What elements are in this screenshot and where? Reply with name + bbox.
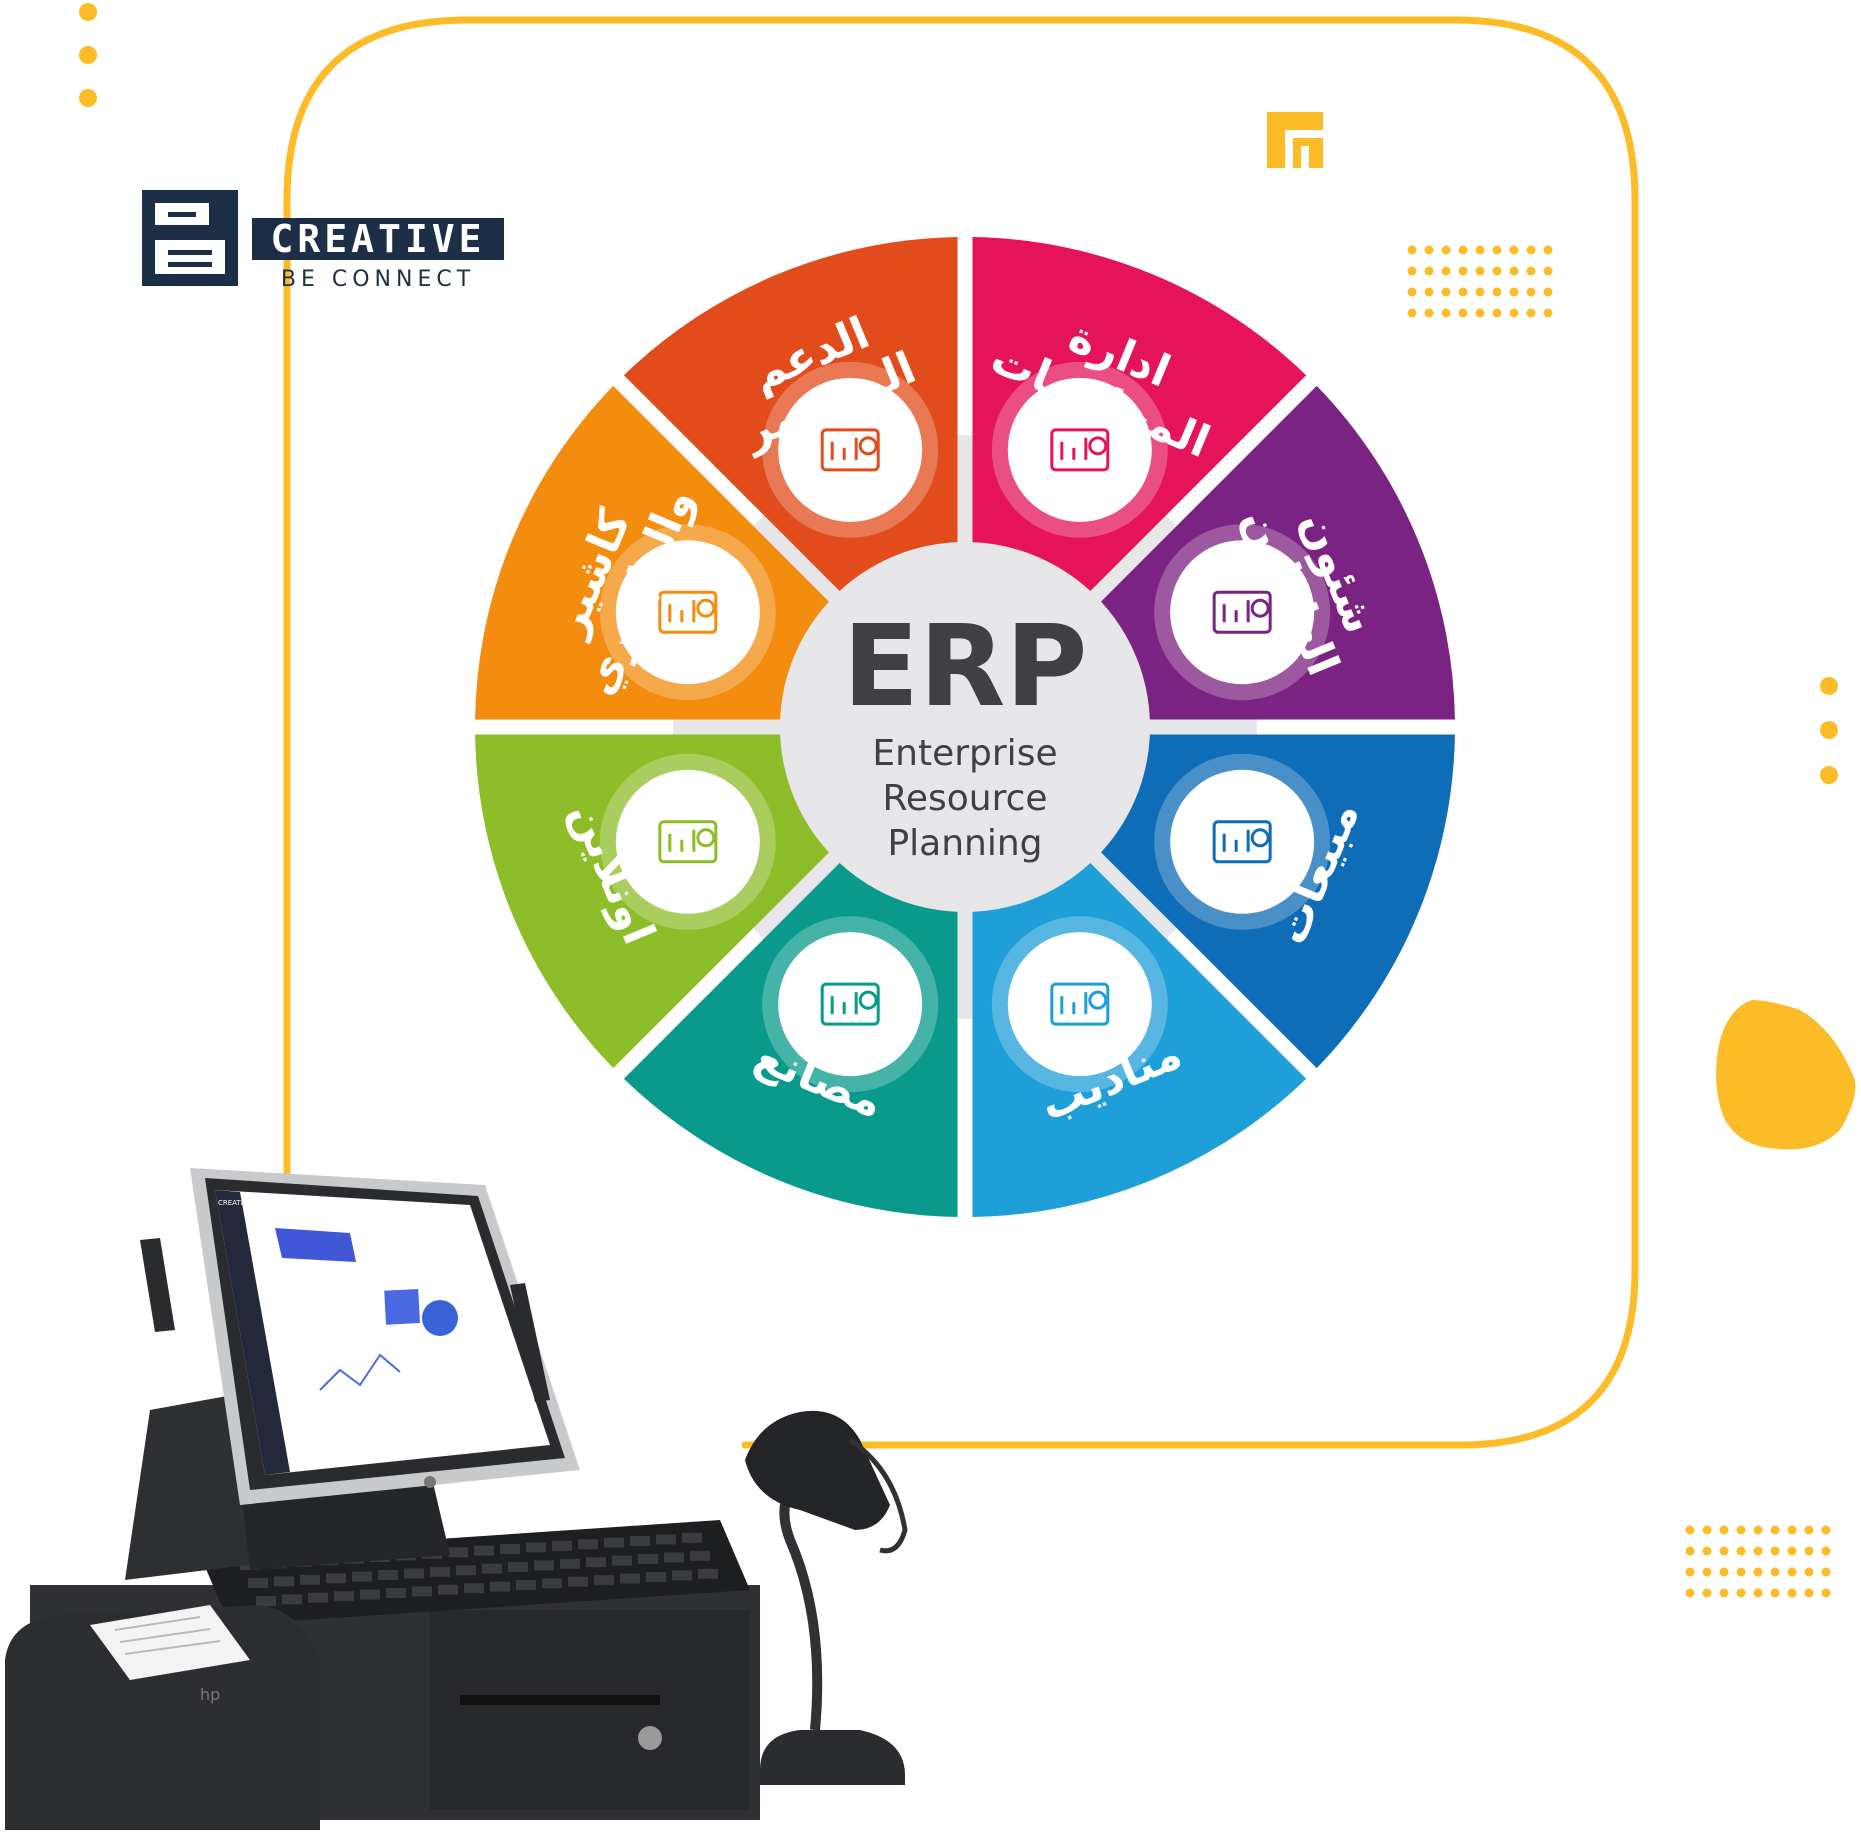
dots-left: [79, 3, 97, 107]
segment-sales: مبيعات: [1101, 734, 1455, 1069]
erp-subtitle-line-3: Planning: [887, 823, 1042, 864]
yellow-frame: [283, 16, 1639, 1449]
erp-wheel: ادارةالمحاسباتشئونالعاملينمبيعاتمناديبمص…: [475, 237, 1455, 1217]
segment-factories: مصانع: [623, 863, 958, 1217]
dots-right: [1820, 677, 1838, 784]
sales-report-icon: [1170, 769, 1315, 914]
wheel-hub: [673, 435, 1257, 1019]
screen-brand: CREATIVE: [218, 1199, 252, 1207]
erp-subtitle-line-2: Resource: [882, 778, 1047, 819]
hexagon-shape: [1716, 1000, 1856, 1150]
erp-center: ERP Enterprise Resource Planning: [843, 602, 1088, 864]
brand-tagline: BE CONNECT: [281, 267, 475, 292]
delivery-truck-icon: [615, 540, 760, 685]
chart-search-icon: [1007, 377, 1152, 522]
dot-grid-top: [1407, 245, 1553, 318]
barcode-scanner: [745, 1410, 908, 1785]
money-flow-icon: [615, 769, 760, 914]
factory-icon: [778, 932, 923, 1077]
square-mark-icon: [1267, 112, 1323, 168]
drawer-lock: [638, 1726, 662, 1750]
brand-logo: CREATIVE BE CONNECT: [142, 190, 504, 292]
segment-reps: مناديب: [972, 863, 1307, 1217]
dot-grid-bottom: [1685, 1525, 1831, 1598]
segment-online: اونلاين: [475, 734, 829, 1069]
erp-subtitle-line-1: Enterprise: [872, 733, 1057, 774]
handshake-contract-icon: [1007, 932, 1152, 1077]
erp-title: ERP: [843, 602, 1088, 732]
brand-name: CREATIVE: [270, 217, 485, 261]
headset-support-icon: [778, 377, 923, 522]
people-cycle-icon: [1170, 540, 1315, 685]
printer-badge: hp: [200, 1685, 220, 1704]
pos-terminal: hp CREATIVE: [5, 1168, 760, 1830]
receipt-paper: [90, 1605, 250, 1680]
monitor-screen: [215, 1190, 550, 1475]
